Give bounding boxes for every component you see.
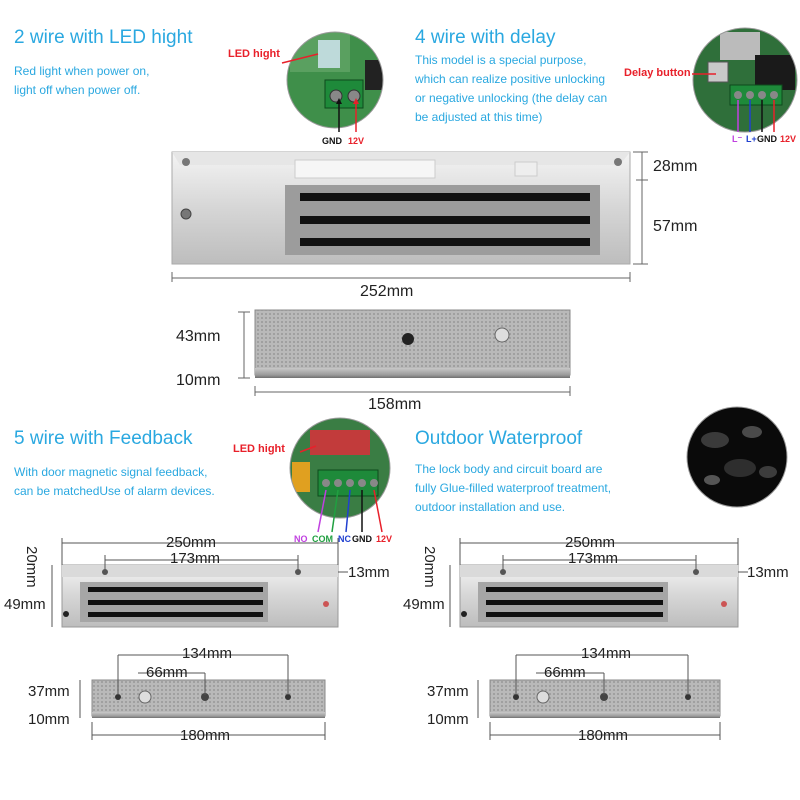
main-height-top-dim: 28mm — [653, 158, 698, 175]
v12-label: 12V — [780, 134, 797, 144]
desc-line: outdoor installation and use. — [415, 500, 566, 514]
led-light-label: LED hight — [233, 443, 285, 455]
five-wire-description: With door magnetic signal feedback, can … — [14, 463, 254, 501]
small-plate-width-dim: 37mm — [28, 683, 70, 700]
outdoor-title: Outdoor Waterproof — [415, 428, 583, 449]
l-plus-label: L+ — [746, 134, 757, 144]
plate-thickness-dim: 10mm — [176, 372, 221, 389]
desc-line: can be matchedUse of alarm devices. — [14, 484, 215, 498]
main-length-dim: 252mm — [360, 283, 414, 300]
small-plate-length-dim: 180mm — [578, 727, 629, 744]
desc-line: The lock body and circuit board are — [415, 462, 603, 476]
small-height-body-dim: 49mm — [403, 596, 445, 613]
plate-length-dim: 158mm — [368, 396, 422, 413]
v12-label: 12V — [348, 136, 365, 146]
small-plate-width-dim: 37mm — [427, 683, 469, 700]
small-hole-spacing-dim: 173mm — [170, 550, 221, 567]
plate-width-dim: 43mm — [176, 328, 221, 345]
four-wire-description: This model is a special purpose, which c… — [415, 51, 655, 127]
desc-line: This model is a special purpose, — [415, 53, 587, 67]
v12-label: 12V — [376, 534, 393, 544]
small-plate-inner-dim: 66mm — [146, 664, 188, 681]
small-plate-outer-dim: 134mm — [182, 645, 233, 662]
desc-line: be adjusted at this time) — [415, 110, 543, 124]
delay-button-label: Delay button — [624, 67, 691, 79]
small-height-body-dim: 49mm — [4, 596, 46, 613]
gnd-label: GND — [757, 134, 777, 144]
gnd-label: GND — [352, 534, 372, 544]
small-end-offset-dim: 13mm — [348, 564, 390, 581]
com-label: COM — [312, 534, 333, 544]
small-plate-length-dim: 180mm — [180, 727, 231, 744]
desc-line: which can realize positive unlocking — [415, 72, 606, 86]
desc-line: fully Glue-filled waterproof treatment, — [415, 481, 612, 495]
small-hole-spacing-dim: 173mm — [568, 550, 619, 567]
desc-line: Red light when power on, — [14, 64, 150, 78]
desc-line: light off when power off. — [14, 83, 141, 97]
small-plate-outer-dim: 134mm — [581, 645, 632, 662]
l-minus-label: L⁻ — [732, 134, 743, 144]
desc-line: With door magnetic signal feedback, — [14, 465, 208, 479]
outdoor-description: The lock body and circuit board are full… — [415, 460, 675, 517]
nc-label: NC — [338, 534, 351, 544]
small-end-offset-dim: 13mm — [747, 564, 789, 581]
led-light-label: LED hight — [228, 48, 280, 60]
four-wire-title: 4 wire with delay — [415, 27, 556, 48]
two-wire-title: 2 wire with LED hight — [14, 27, 193, 48]
five-wire-title: 5 wire with Feedback — [14, 428, 193, 449]
two-wire-description: Red light when power on, light off when … — [14, 62, 214, 100]
main-height-body-dim: 57mm — [653, 218, 698, 235]
no-label: NO — [294, 534, 308, 544]
small-height-top-dim: 20mm — [421, 546, 438, 588]
gnd-label: GND — [322, 136, 342, 146]
small-length-dim: 250mm — [166, 534, 217, 551]
small-plate-thickness-dim: 10mm — [427, 711, 469, 728]
desc-line: or negative unlocking (the delay can — [415, 91, 608, 105]
small-plate-thickness-dim: 10mm — [28, 711, 70, 728]
small-length-dim: 250mm — [565, 534, 616, 551]
small-plate-inner-dim: 66mm — [544, 664, 586, 681]
